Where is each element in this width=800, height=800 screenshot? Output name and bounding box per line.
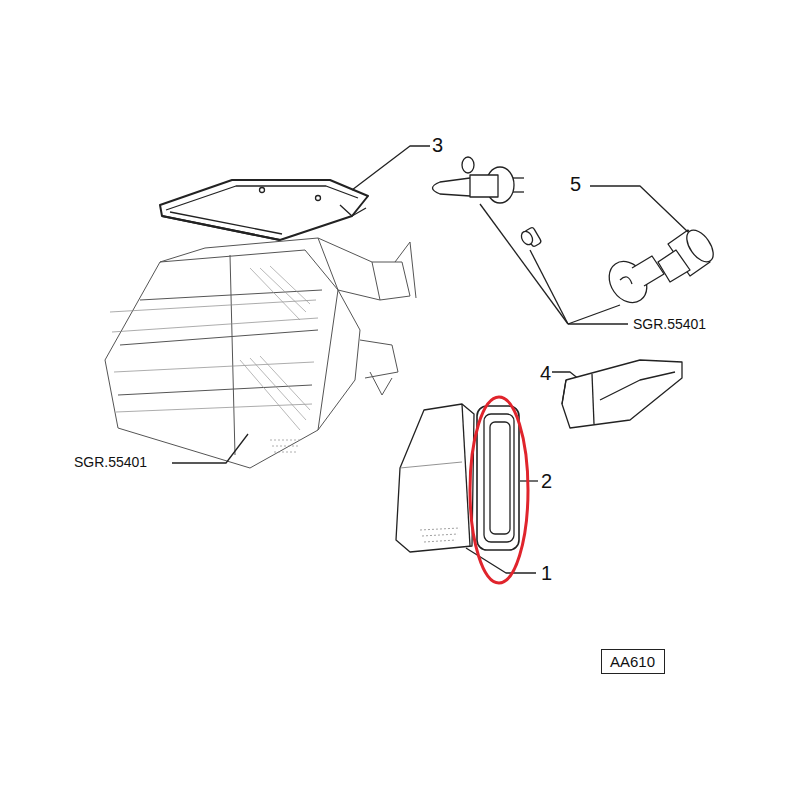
part-reference: SGR.55401: [633, 317, 706, 331]
callout-number: 4: [540, 363, 551, 383]
headlamp: [105, 238, 416, 468]
leader-lines: [172, 146, 688, 573]
headlight-bulb: [433, 157, 525, 203]
drawing-code-box: AA610: [601, 649, 665, 674]
callout-number: 5: [570, 174, 581, 194]
callout-number: 2: [541, 471, 552, 491]
highlight-ring: [470, 397, 528, 583]
wedge-bulb: [519, 227, 542, 248]
indicator-lens: [396, 404, 474, 552]
gasket-plate: [160, 180, 368, 240]
bracket: [562, 360, 682, 428]
lens-gasket: [477, 406, 519, 550]
callout-number: 1: [541, 563, 552, 583]
drawing-code: AA610: [610, 654, 656, 669]
indicator-bulb: [601, 226, 718, 310]
part-reference: SGR.55401: [74, 455, 147, 469]
callout-number: 3: [432, 135, 443, 155]
